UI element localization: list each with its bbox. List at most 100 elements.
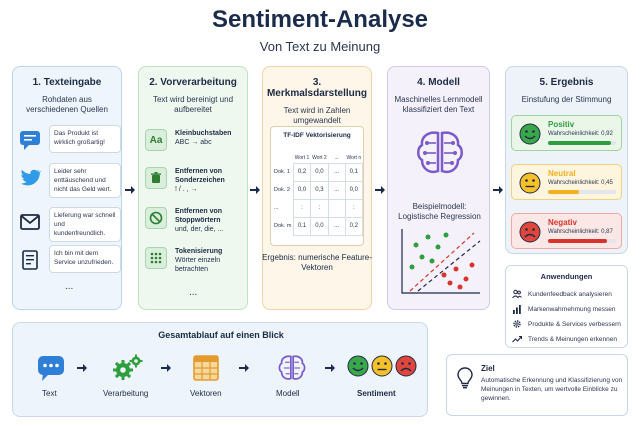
step-description: Rohdaten aus verschiedenen Quellen [26, 95, 108, 114]
arrow-right-icon [239, 364, 249, 372]
overview-step-label: Text [42, 389, 57, 398]
source-text: Ich bin mit dem Service unzufrieden. [49, 245, 121, 273]
application-text: Markenwahrnehmung messen [528, 305, 616, 313]
overview-title: Gesamtablauf auf einen Blick [158, 330, 284, 340]
tfidf-cell: : [292, 198, 312, 218]
tfidf-cell: 0,3 [310, 180, 329, 200]
prohibit-icon [145, 207, 167, 229]
tfidf-col: ... [334, 154, 339, 161]
gears-icon [113, 354, 143, 380]
step-title: 4. Modell [417, 77, 460, 88]
scatter-plot-icon [401, 229, 481, 294]
result-label: Negativ [548, 218, 577, 227]
arrow-right-icon [375, 186, 385, 194]
overview-step-label: Modell [276, 389, 300, 398]
step-title: 5. Ergebnis [539, 77, 594, 88]
overview-step: Text [35, 353, 67, 398]
step-title: 2. Vorverarbeitung [149, 77, 237, 88]
tfidf-row-label: Dok. 1 [274, 169, 290, 175]
tfidf-cell: 0,0 [344, 180, 364, 200]
tfidf-cell: 0,0 [292, 180, 312, 200]
lowercase-icon: Aa [145, 129, 167, 151]
application-text: Trends & Meinungen erkennen [528, 335, 618, 343]
page-subtitle: Von Text zu Meinung [259, 39, 381, 54]
chat-icon [20, 131, 40, 150]
step-description: Text wird in Zahlen umgewandelt [283, 106, 351, 125]
arrow-right-icon [125, 186, 135, 194]
probability-fill [548, 141, 611, 145]
step-description: Maschinelles Lernmodell klassifiziert de… [394, 95, 483, 114]
tfidf-cell: ... [327, 162, 346, 182]
application-item: Produkte & Services verbessern [512, 318, 621, 330]
result-probability: Wahrscheinlichkeit: 0,45 [548, 180, 613, 186]
probability-bar [548, 190, 616, 194]
trash-icon [145, 167, 167, 189]
step-description: Text wird bereinigt und aufbereitet [152, 95, 234, 114]
envelope-icon [20, 214, 40, 230]
application-item: Kundenfeedback analysieren [512, 288, 612, 300]
preprocessing-title: Kleinbuchstaben [175, 130, 232, 137]
source-text: Das Produkt ist wirklich großartig! [49, 125, 121, 153]
step-title: 3. Merkmalsdarstellung [266, 77, 368, 99]
overview-step: Vektoren [190, 353, 222, 398]
model-example: Beispielmodell: Logistische Regression [398, 202, 481, 221]
sentiment-faces-icon [347, 355, 417, 377]
result-negative: Negativ Wahrscheinlichkeit: 0,87 [511, 213, 622, 249]
page-title: Sentiment-Analyse [211, 6, 429, 33]
preprocessing-title: Entfernen von Stoppwörtern [175, 208, 223, 224]
step-preprocessing-panel: 2. Vorverarbeitung Text wird bereinigt u… [138, 66, 248, 310]
tfidf-cell: 0,2 [292, 162, 312, 182]
preprocessing-detail: Wörter einzeln betrachten [175, 257, 221, 273]
applications-title: Anwendungen [540, 272, 593, 281]
overview-step-label: Sentiment [357, 389, 396, 398]
source-item: Ich bin mit dem Service unzufrieden. [19, 245, 121, 275]
tfidf-cell: 0,2 [344, 216, 364, 236]
tfidf-cell: : [310, 198, 329, 218]
trend-icon [512, 335, 522, 343]
feature-result: Ergebnis: numerische Feature-Vektoren [262, 253, 372, 272]
document-icon [22, 250, 38, 270]
probability-bar [548, 141, 616, 145]
tfidf-col: Wort 1 [294, 154, 310, 161]
tfidf-cell: ... [327, 180, 346, 200]
goal-text: Automatische Erkennung und Klassifizieru… [481, 377, 623, 402]
overview-step-label: Vektoren [190, 389, 222, 398]
overview-step-label: Verarbeitung [103, 389, 149, 398]
tfidf-cell: 0,1 [292, 216, 312, 236]
step-model-panel: 4. Modell Maschinelles Lernmodell klassi… [387, 66, 490, 310]
goal-title: Ziel [481, 364, 495, 373]
step-description: Einstufung der Stimmung [521, 95, 612, 104]
preprocessing-title: Tokenisierung [175, 248, 223, 255]
arrow-right-icon [161, 364, 171, 372]
overview-step: Sentiment [347, 353, 419, 398]
application-text: Produkte & Services verbessern [528, 320, 621, 328]
application-item: Trends & Meinungen erkennen [512, 333, 617, 345]
brain-circuit-icon [278, 355, 306, 380]
gear-icon [513, 320, 521, 328]
preprocessing-item: Entfernen von Sonderzeichen ! / . , → [145, 167, 243, 205]
source-item: Leider sehr enttäuschend und nicht das G… [19, 163, 121, 198]
tfidf-cell: ... [327, 216, 346, 236]
tfidf-row-label: Dok. 2 [274, 187, 290, 193]
result-label: Neutral [548, 169, 576, 178]
goal-box: Ziel Automatische Erkennung und Klassifi… [446, 354, 628, 416]
neutral-face-icon [519, 172, 541, 194]
tfidf-col: Wort n [346, 154, 362, 161]
tfidf-title: TF-IDF Vektorisierung [283, 132, 351, 139]
arrow-right-icon [493, 186, 503, 194]
tfidf-cell: 0,1 [344, 162, 364, 182]
preprocessing-detail: ! / . , → [175, 186, 198, 193]
probability-fill [548, 190, 579, 194]
result-neutral: Neutral Wahrscheinlichkeit: 0,45 [511, 164, 622, 200]
users-icon [512, 289, 522, 299]
overview-box: Gesamtablauf auf einen Blick Text Verarb… [12, 322, 428, 417]
sad-face-icon [519, 221, 541, 243]
result-label: Positiv [548, 120, 575, 129]
preprocessing-title: Entfernen von Sonderzeichen [175, 168, 225, 184]
arrow-right-icon [325, 364, 335, 372]
preprocessing-detail: und, der, die, ... [175, 226, 224, 233]
